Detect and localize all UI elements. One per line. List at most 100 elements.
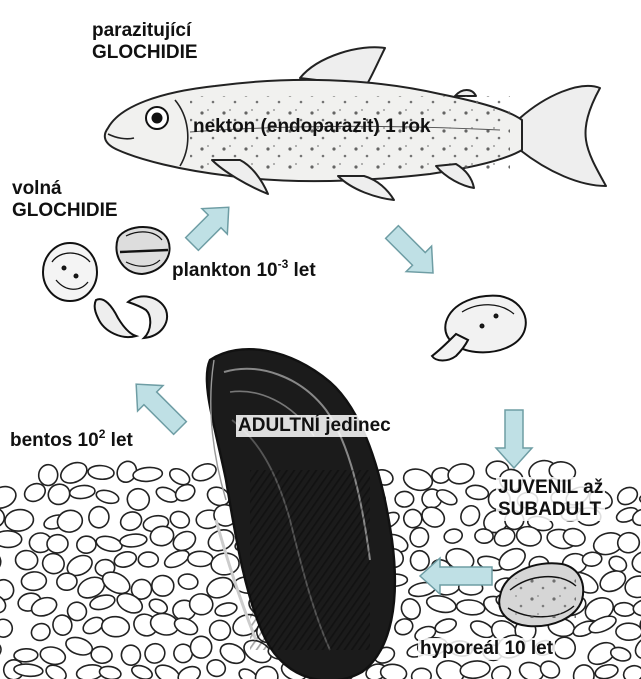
pebble — [95, 534, 124, 554]
parasitic-label-line2: GLOCHIDIE — [92, 42, 198, 64]
arrow-juvenile-down — [496, 410, 532, 468]
pebble — [29, 621, 53, 643]
pebble — [172, 615, 200, 638]
pebble — [459, 659, 491, 679]
pebble — [474, 528, 493, 543]
parasitic-glochidia-label: parazitující GLOCHIDIE — [92, 20, 198, 64]
arrow-plankton-to-fish — [179, 195, 241, 257]
pebble — [489, 664, 512, 679]
pebble — [113, 550, 138, 570]
pebble — [90, 645, 113, 664]
glochidium-round — [43, 243, 97, 301]
free-label-line2: GLOCHIDIE — [12, 200, 118, 222]
pebble — [208, 619, 232, 642]
pebble — [88, 505, 110, 528]
glochidium-open — [95, 296, 167, 338]
pebble — [141, 640, 168, 666]
pebble — [616, 531, 641, 554]
glochidium-closed — [116, 227, 169, 274]
plankton-exponent: -3 — [278, 257, 289, 271]
pebble — [64, 634, 95, 658]
pebble — [205, 658, 227, 679]
pebble — [188, 551, 213, 567]
pebble — [88, 465, 115, 480]
adult-label: ADULTNÍ jedinec — [236, 415, 393, 437]
pebble — [138, 552, 158, 567]
pebble — [419, 503, 448, 530]
juvenile-label: JUVENIL až SUBADULT — [496, 477, 605, 521]
pebble — [0, 531, 22, 548]
pebble — [582, 551, 603, 567]
pebble — [69, 484, 96, 499]
pebble — [614, 602, 636, 617]
pebble — [465, 484, 489, 501]
pebble — [425, 593, 458, 615]
pebble — [15, 550, 38, 571]
pebble — [0, 617, 15, 640]
pebble — [632, 597, 641, 617]
benthos-text: bentos 10 — [10, 430, 99, 451]
pebble — [398, 596, 424, 623]
pebble — [252, 662, 282, 679]
pebble — [76, 535, 97, 554]
juvenile-label-line2: SUBADULT — [498, 499, 603, 521]
pebble — [4, 508, 35, 533]
pebble — [572, 663, 596, 679]
pebble — [446, 461, 476, 486]
pebble — [118, 509, 145, 534]
parasitic-label-line1: parazitující — [92, 20, 198, 42]
plankton-unit: let — [288, 260, 315, 281]
pebble — [0, 639, 3, 663]
hyporeal-label: hyporeál 10 let — [418, 638, 555, 660]
pebble — [40, 551, 66, 576]
pebble — [214, 601, 238, 618]
juvenile-label-line1: JUVENIL až — [498, 477, 603, 499]
pebble — [38, 464, 59, 486]
pebble — [0, 508, 4, 527]
pebble — [190, 461, 218, 484]
pebble — [39, 645, 68, 667]
pebble — [177, 573, 199, 591]
pebble — [119, 533, 147, 548]
pebble — [95, 488, 120, 506]
benthos-label: bentos 102 let — [10, 430, 133, 452]
nekton-label: nekton (endoparazit) 1 rok — [193, 116, 431, 138]
free-glochidia-label: volná GLOCHIDIE — [12, 178, 118, 222]
pebble — [46, 534, 68, 554]
benthos-unit: let — [105, 430, 132, 451]
juvenile-early — [432, 296, 526, 361]
pebble — [21, 571, 47, 591]
pebble — [622, 664, 641, 679]
pebble — [615, 484, 641, 508]
pebble — [457, 502, 483, 529]
pebble — [443, 527, 464, 544]
plankton-text: plankton 10 — [172, 260, 278, 281]
pebble — [176, 663, 203, 679]
arrow-fish-to-juvenile — [379, 219, 445, 285]
pebble — [57, 459, 90, 487]
pebble — [168, 509, 192, 531]
pebble — [125, 486, 151, 512]
pebble — [120, 644, 142, 667]
pebble — [151, 575, 174, 597]
juvenile-subadult — [499, 563, 583, 626]
pebble — [55, 508, 84, 535]
plankton-label: plankton 10-3 let — [172, 260, 316, 282]
pebble — [616, 623, 641, 640]
pebble — [56, 572, 78, 591]
free-label-line1: volná — [12, 178, 118, 200]
pebble — [433, 616, 458, 635]
pebble — [395, 491, 414, 507]
pebble — [594, 663, 619, 679]
pebble — [411, 668, 432, 679]
pebble — [101, 616, 130, 638]
pebble — [597, 567, 629, 596]
free-glochidia-group — [43, 227, 170, 338]
pebble — [0, 547, 4, 575]
arrow-benthos-up — [123, 371, 192, 440]
benthos-exponent: 2 — [99, 427, 106, 441]
pebble — [407, 525, 431, 550]
pebble — [456, 599, 486, 616]
pebble — [0, 483, 19, 512]
